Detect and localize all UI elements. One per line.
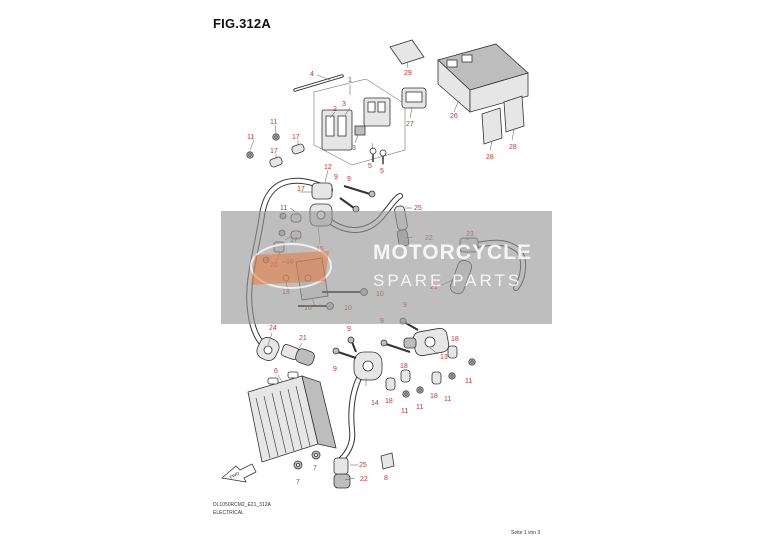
callout-11: 11 <box>270 119 277 126</box>
callout-11: 11 <box>416 404 423 411</box>
callout-3: 3 <box>342 101 346 108</box>
watermark-line1: MOTORCYCLE <box>373 241 532 264</box>
svg-text:FWD: FWD <box>229 470 241 480</box>
watermark-banner: MOTORCYCLE SPARE PARTS <box>221 211 552 324</box>
callout-11: 11 <box>465 378 472 385</box>
callout-18: 18 <box>385 398 393 405</box>
callout-28: 28 <box>509 144 517 151</box>
callout-11: 11 <box>247 134 254 141</box>
callout-4: 4 <box>310 71 314 78</box>
callout-29: 29 <box>404 70 412 77</box>
callout-18: 18 <box>430 393 438 400</box>
callout-21: 21 <box>299 335 307 342</box>
callout-7: 7 <box>313 465 317 472</box>
callout-24: 24 <box>269 325 277 332</box>
part-nuts-11-lower <box>402 358 476 398</box>
callout-28: 28 <box>486 154 494 161</box>
part-fuse-box-frame <box>313 78 406 166</box>
part-nuts-upper <box>246 133 305 168</box>
callout-2: 2 <box>333 106 337 113</box>
callout-11: 11 <box>280 205 287 212</box>
part-ignition-coil-lower <box>333 351 383 489</box>
callout-5: 5 <box>380 168 384 175</box>
part-bolts-5 <box>369 147 387 164</box>
part-pad-29 <box>389 39 425 65</box>
callout-6: 6 <box>274 368 278 375</box>
callout-26: 26 <box>450 113 458 120</box>
callout-5: 5 <box>368 163 372 170</box>
callout-18: 18 <box>400 363 408 370</box>
callout-17: 17 <box>297 186 305 193</box>
callout-17: 17 <box>270 148 278 155</box>
part-sleeves-18 <box>385 345 458 391</box>
callout-1: 1 <box>348 77 352 84</box>
callout-9: 9 <box>334 174 338 181</box>
page-indicator: Seite 1 von 3 <box>511 530 541 536</box>
part-rod <box>293 74 344 92</box>
callout-25: 25 <box>359 462 367 469</box>
part-bolts-9-lower <box>332 336 357 359</box>
fwd-arrow-icon: FWD <box>221 463 257 483</box>
part-ecu <box>437 43 529 113</box>
callout-25: 25 <box>414 205 422 212</box>
watermark-line2: SPARE PARTS <box>373 271 523 290</box>
callout-11: 11 <box>401 408 408 415</box>
msp-logo-icon <box>250 243 332 289</box>
callout-11: 11 <box>444 396 451 403</box>
callout-18: 18 <box>451 336 459 343</box>
callout-9: 9 <box>347 176 351 183</box>
part-pads-28 <box>481 95 525 145</box>
callout-13: 13 <box>440 354 448 361</box>
callout-27: 27 <box>406 121 414 128</box>
callout-7: 7 <box>296 479 300 486</box>
part-plug-cap-21-left <box>280 344 315 366</box>
part-ignition-coil-right <box>403 327 450 357</box>
figure-code: DL1050RCM2_E21_312A <box>213 502 271 508</box>
part-bolts-7 <box>293 450 321 470</box>
callout-14: 14 <box>371 400 379 407</box>
part-label-8 <box>380 452 395 470</box>
callout-9: 9 <box>333 366 337 373</box>
part-bolts-9-upper <box>339 185 376 213</box>
figure-description: ELECTRICAL <box>213 510 244 516</box>
part-fuse-box-relay <box>321 97 391 151</box>
callout-3: 3 <box>352 145 356 152</box>
part-plug-cap-24 <box>256 337 280 361</box>
callout-22: 22 <box>360 476 368 483</box>
callout-8: 8 <box>384 475 388 482</box>
callout-12: 12 <box>324 164 332 171</box>
figure-title: FIG.312A <box>213 16 271 31</box>
part-connector-27 <box>401 87 427 109</box>
part-regulator <box>247 371 337 463</box>
callout-17: 17 <box>292 134 300 141</box>
callout-9: 9 <box>347 326 351 333</box>
